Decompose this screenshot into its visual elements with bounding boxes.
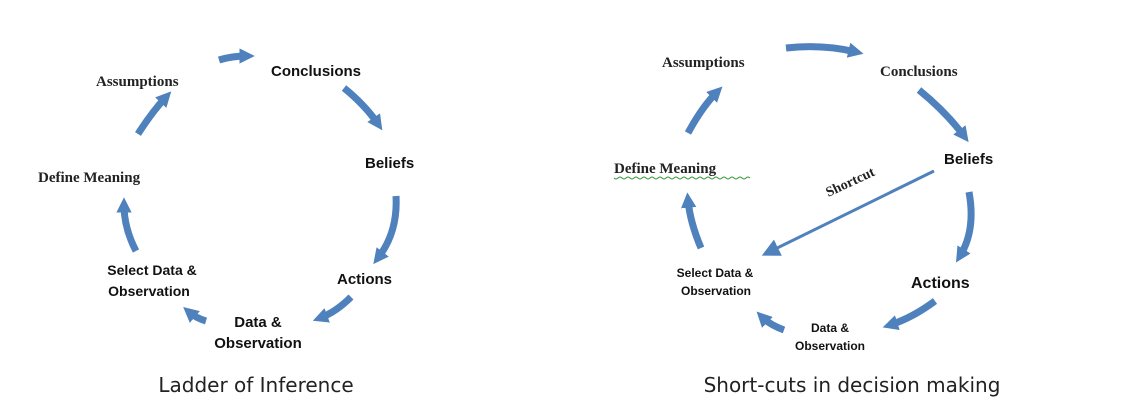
node-define-meaning: Define Meaning: [614, 161, 717, 177]
caption-left: Ladder of Inference: [158, 373, 353, 397]
arrow-select-to-define: [116, 197, 140, 253]
arrow-assumptions-to-conclusions: [785, 42, 864, 58]
node-select-line2: Observation: [108, 283, 190, 299]
node-define-meaning: Define Meaning: [38, 170, 141, 186]
node-assumptions: Assumptions: [662, 55, 745, 71]
node-assumptions: Assumptions: [96, 74, 179, 90]
node-beliefs: Beliefs: [365, 155, 414, 172]
shortcuts-diagram: Shortcut Assumptions Conclusions Beliefs…: [613, 42, 1001, 397]
arrow-conclusions-to-beliefs: [341, 85, 383, 131]
arrow-conclusions-to-beliefs: [916, 87, 969, 143]
node-data-line2: Observation: [795, 339, 865, 353]
node-beliefs: Beliefs: [944, 151, 993, 168]
ladder-of-inference-diagram: Assumptions Conclusions Beliefs Actions …: [38, 48, 414, 397]
arrow-beliefs-to-actions: [955, 191, 975, 263]
node-conclusions: Conclusions: [271, 63, 361, 80]
node-data-line1: Data &: [234, 314, 282, 331]
node-select-line1: Select Data &: [107, 262, 196, 278]
shortcut-label: Shortcut: [824, 165, 878, 201]
arrow-data-to-select: [183, 306, 208, 325]
arrow-data-to-select: [756, 311, 786, 334]
arrow-actions-to-data: [882, 298, 938, 331]
arrow-actions-to-data: [312, 294, 354, 323]
shortcut-arrow: [761, 169, 935, 256]
node-conclusions: Conclusions: [880, 64, 958, 80]
arrow-select-to-define: [681, 192, 705, 250]
node-actions: Actions: [911, 275, 970, 292]
arrow-define-to-assumptions: [135, 91, 172, 136]
arrow-define-to-assumptions: [684, 86, 723, 135]
node-data-line2: Observation: [214, 335, 302, 352]
node-select-line1: Select Data &: [677, 266, 754, 280]
caption-right: Short-cuts in decision making: [704, 373, 1001, 397]
node-data-line1: Data &: [811, 321, 849, 335]
arrow-beliefs-to-actions: [373, 195, 400, 265]
spellcheck-underline: [613, 176, 751, 180]
arrow-assumptions-to-conclusions: [217, 48, 255, 64]
node-select-line2: Observation: [681, 284, 751, 298]
node-actions: Actions: [337, 271, 392, 288]
